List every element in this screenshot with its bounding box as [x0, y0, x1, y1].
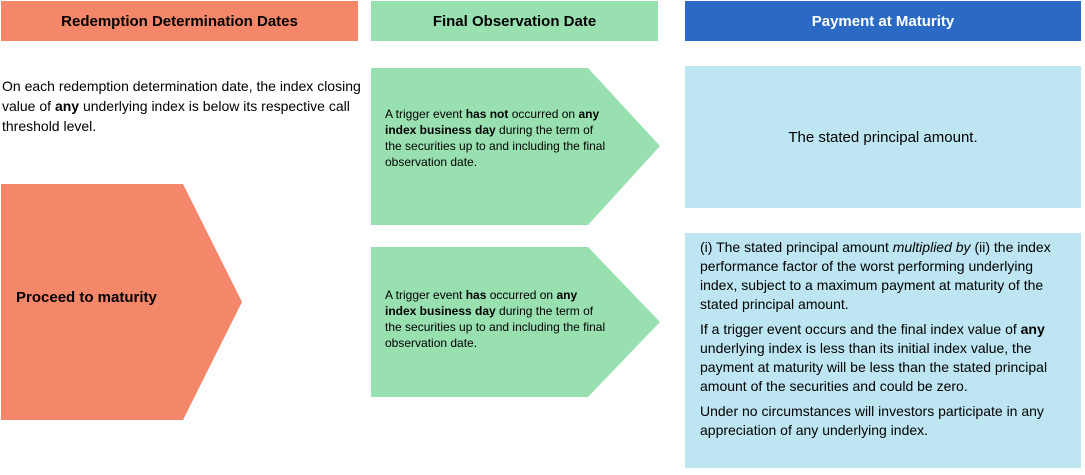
payment-formula-box: [685, 233, 1081, 468]
payment-stated-text: The stated principal amount.: [788, 128, 978, 146]
not-occurred-arrow: [371, 68, 660, 225]
not-occurred-text: A trigger event has not occurred on any …: [385, 107, 606, 169]
occurred-arrow: [371, 247, 660, 397]
header-final-observation-bg: [371, 1, 658, 41]
intro-text: On each redemption determination date, t…: [2, 78, 361, 134]
header-payment-bg: [685, 1, 1081, 41]
occurred-text: A trigger event has occurred on any inde…: [385, 288, 606, 350]
payment-formula-text: (i) The stated principal amount multipli…: [700, 238, 1070, 446]
header-redemption-bg: [1, 1, 358, 41]
header-payment: Payment at Maturity: [811, 12, 955, 30]
payment-formula-p1: (i) The stated principal amount multipli…: [700, 239, 1051, 312]
payment-formula-p2: If a trigger event occurs and the final …: [700, 321, 1048, 394]
header-final-observation: Final Observation Date: [432, 12, 597, 30]
payment-stated-box: [685, 66, 1081, 208]
proceed-arrow: [1, 184, 242, 420]
proceed-label: Proceed to maturity: [16, 289, 157, 306]
payment-formula-p3: Under no circumstances will investors pa…: [700, 403, 1044, 438]
header-redemption: Redemption Determination Dates: [61, 12, 298, 30]
